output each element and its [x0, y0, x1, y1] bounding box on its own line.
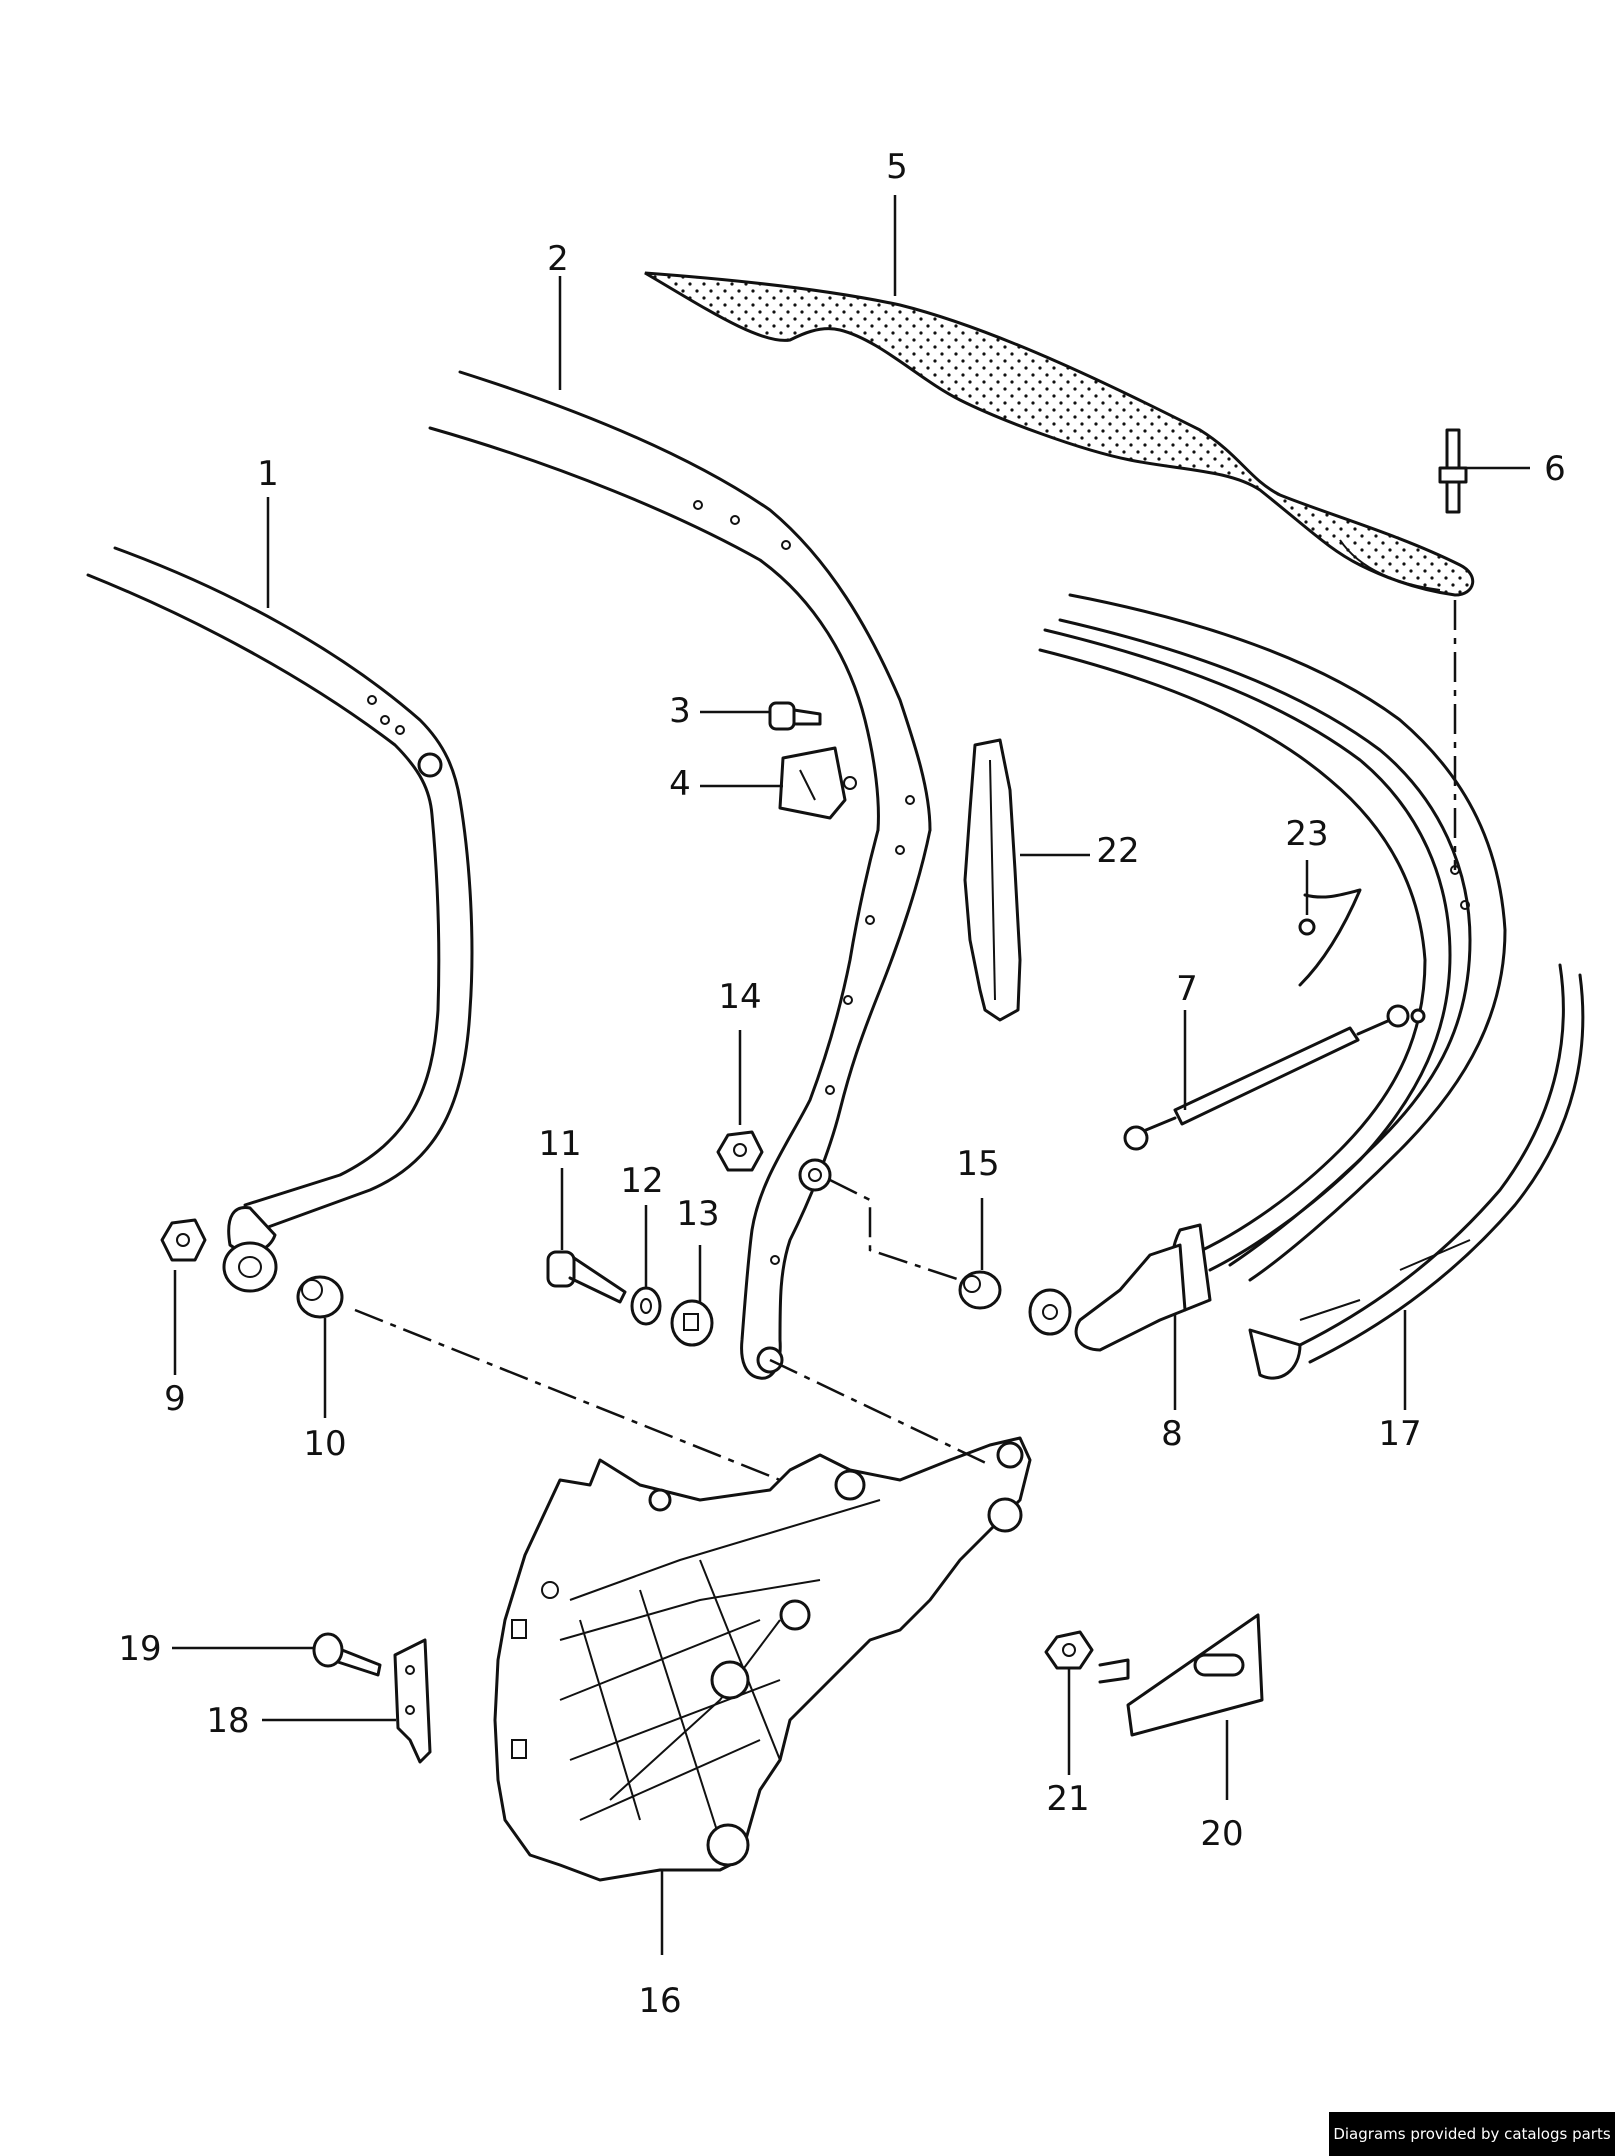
part-12-washer	[630, 1286, 662, 1326]
callout-23: 23	[1285, 814, 1328, 854]
part-10-bushing	[296, 1275, 344, 1319]
footer-credit-text: Diagrams provided by catalogs parts	[1333, 2125, 1611, 2143]
callout-labels: 1 2 3 4 5 6 7 8 9 10 11 12 13 14 15 16 1…	[118, 147, 1565, 2021]
part-11-bolt	[546, 1250, 627, 1304]
part-22-bracket	[963, 738, 1022, 1022]
callout-4: 4	[669, 764, 691, 804]
assembly-lines	[354, 600, 1457, 1482]
part-19-screw	[312, 1632, 382, 1677]
part-8-roof-bow-rear	[1028, 628, 1470, 1352]
part-23-bracket	[1298, 888, 1362, 987]
callout-15: 15	[956, 1144, 999, 1184]
callout-10: 10	[303, 1424, 346, 1464]
part-6-stud	[1438, 428, 1468, 514]
callout-2: 2	[547, 239, 569, 279]
part-17-outer-seal	[1058, 593, 1585, 1380]
footer-credit-badge: Diagrams provided by catalogs parts	[1329, 2112, 1615, 2156]
callout-16: 16	[638, 1981, 681, 2021]
part-2-roof-bow-main	[428, 370, 932, 1380]
callout-13: 13	[676, 1194, 719, 1234]
part-14-nut	[716, 1130, 764, 1172]
callout-5: 5	[886, 147, 908, 187]
part-20-plate	[1126, 1613, 1264, 1737]
callout-9: 9	[164, 1379, 186, 1419]
callout-22: 22	[1096, 831, 1139, 871]
part-1-roof-bow-left	[86, 546, 474, 1293]
leader-lines	[172, 195, 1530, 1955]
part-7-gas-strut	[1123, 1004, 1426, 1151]
part-5-roof-panel	[644, 271, 1474, 597]
callout-21: 21	[1046, 1779, 1089, 1819]
callout-8: 8	[1161, 1414, 1183, 1454]
callout-3: 3	[669, 691, 691, 731]
callout-7: 7	[1176, 969, 1198, 1009]
part-21-nut	[1044, 1630, 1130, 1684]
callout-11: 11	[538, 1124, 581, 1164]
part-13-bushing	[670, 1299, 714, 1347]
part-3-screw	[768, 701, 822, 731]
part-16-hinge-bracket	[493, 1436, 1032, 1882]
callout-12: 12	[620, 1161, 663, 1201]
callout-20: 20	[1200, 1814, 1243, 1854]
callout-17: 17	[1378, 1414, 1421, 1454]
part-4-bracket	[778, 746, 857, 820]
callout-1: 1	[257, 454, 279, 494]
part-9-nut	[160, 1218, 207, 1262]
callout-14: 14	[718, 977, 761, 1017]
callout-18: 18	[206, 1701, 249, 1741]
part-15-bushing	[958, 1270, 1002, 1310]
callout-6: 6	[1544, 449, 1566, 489]
callout-19: 19	[118, 1629, 161, 1669]
part-18-clip	[393, 1638, 432, 1764]
